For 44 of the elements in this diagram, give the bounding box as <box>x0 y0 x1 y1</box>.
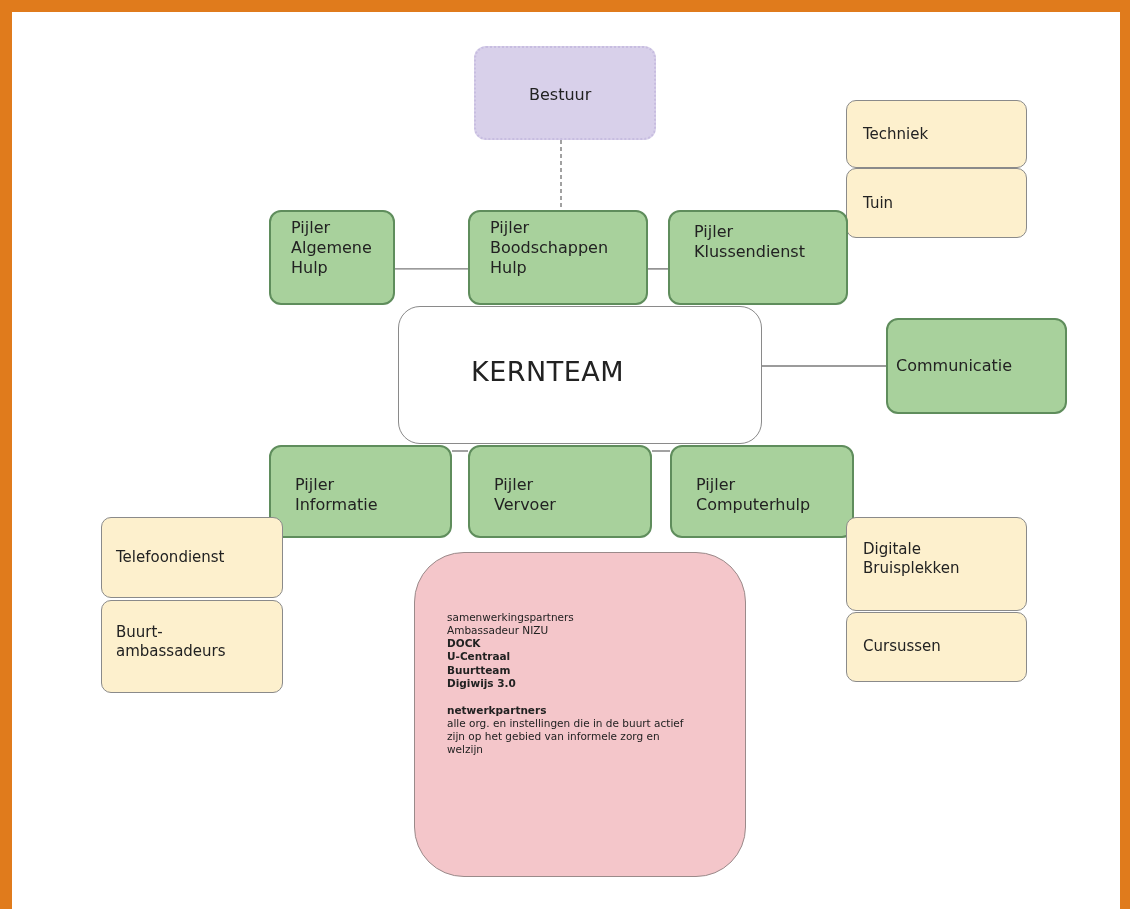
task-box <box>846 612 1027 682</box>
box-label: Bestuur <box>529 85 592 105</box>
partners-box <box>414 552 746 877</box>
connector <box>761 365 887 367</box>
board-box <box>474 46 656 140</box>
box-label: KERNTEAM <box>471 355 625 389</box>
pillar-box <box>468 210 648 305</box>
partner-text: alle org. en instellingen die in de buurt actief zijn op het gebied van informele zorg en welzijn <box>447 716 685 757</box>
task-box <box>846 517 1027 611</box>
pillar-box <box>886 318 1067 414</box>
partner-text: samenwerkingspartners <box>447 611 574 625</box>
box-label: Telefoondienst <box>116 548 225 567</box>
pillar-box <box>269 445 452 538</box>
box-label: Techniek <box>863 125 929 144</box>
pillar-box <box>670 445 854 538</box>
connector <box>651 450 671 452</box>
box-label: Digitale Bruisplekken <box>863 540 961 578</box>
box-label: Pijler Computerhulp <box>696 475 812 515</box>
box-label: Tuin <box>863 194 894 213</box>
task-box <box>846 168 1027 238</box>
task-box <box>846 100 1027 168</box>
connector <box>647 268 669 270</box>
box-label: Buurt-ambassadeurs <box>116 623 226 661</box>
task-box <box>101 517 283 598</box>
box-label: Communicatie <box>896 356 1013 376</box>
core-team-box <box>398 306 762 444</box>
box-label: Pijler Klussendienst <box>694 222 806 262</box>
partner-text: Digiwijs 3.0 <box>447 676 516 690</box>
pillar-box <box>269 210 395 305</box>
box-label: Pijler Informatie <box>295 475 379 515</box>
box-label: Cursussen <box>863 637 941 656</box>
box-label: Pijler Algemene Hulp <box>291 218 373 278</box>
pillar-box <box>468 445 652 538</box>
connector <box>394 268 469 270</box>
box-label: Pijler Vervoer <box>494 475 557 515</box>
pillar-box <box>668 210 848 305</box>
task-box <box>101 600 283 693</box>
partner-text: U-Centraal <box>447 650 511 664</box>
connector <box>451 450 469 452</box>
partner-text: Buurtteam <box>447 663 511 677</box>
partner-text: DOCK <box>447 637 481 651</box>
box-label: Pijler Boodschappen Hulp <box>490 218 610 278</box>
partner-text: Ambassadeur NIZU <box>447 624 549 638</box>
partner-text: netwerkpartners <box>447 703 547 717</box>
